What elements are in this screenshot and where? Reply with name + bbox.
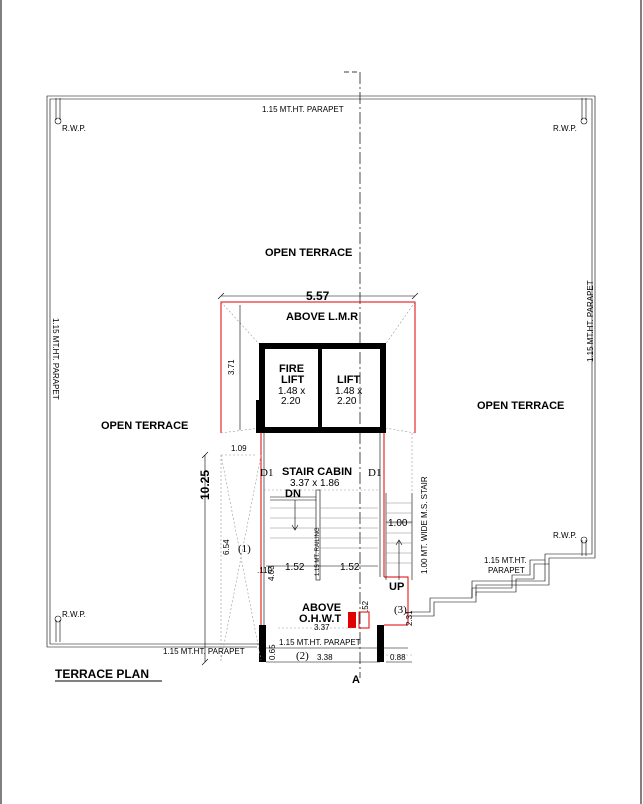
door-label-right: D1 xyxy=(368,467,381,479)
dim-lmr-height: 3.71 xyxy=(227,359,236,375)
above-lmr-label: ABOVE L.M.R xyxy=(286,311,358,323)
open-terrace-label-left: OPEN TERRACE xyxy=(101,420,188,432)
dim-109: 1.09 xyxy=(231,444,247,453)
rwp-marker-top-left xyxy=(54,98,62,125)
dim-403: 4.03 xyxy=(267,565,276,581)
open-terrace-label-right: OPEN TERRACE xyxy=(477,400,564,412)
open-terrace-label-top: OPEN TERRACE xyxy=(265,247,352,259)
parapet-label-bottom-left: 1.15 MT.HT. PARAPET xyxy=(163,647,245,656)
rwp-marker-bottom-left xyxy=(54,615,62,642)
parapet-label-bottom-mid: 1.15 MT.HT. PARAPET xyxy=(279,638,361,647)
rwp-label-top-left: R.W.P. xyxy=(62,124,86,133)
rwp-marker-right xyxy=(580,536,588,556)
parapet-small-label-2: PARAPET xyxy=(488,566,525,575)
lift-label: LIFT xyxy=(337,374,360,386)
parapet-label-top: 1.15 MT.HT. PARAPET xyxy=(262,105,344,114)
lift-dim-1: 1.48 x xyxy=(335,386,362,397)
dim-152b: 1.52 xyxy=(340,562,360,573)
mark-1: (1) xyxy=(238,543,251,555)
dim-088: 0.88 xyxy=(390,653,406,662)
dn-label: DN xyxy=(285,488,301,500)
ms-stair xyxy=(385,433,413,580)
dim-338: 3.38 xyxy=(317,653,333,662)
construction-lines xyxy=(220,454,412,662)
mark-3: (3) xyxy=(394,604,407,616)
stair-cabin-label: STAIR CABIN xyxy=(282,466,352,478)
stair-cabin-dim: 3.37 x 1.86 xyxy=(290,478,340,489)
dim-337: 3.37 xyxy=(314,623,330,632)
dim-110: .110 xyxy=(257,566,273,575)
internal-stair xyxy=(264,489,380,581)
rwp-label-top-right: R.W.P. xyxy=(553,124,577,133)
dim-width-top: 5.57 xyxy=(306,289,330,303)
dim-231: 2.31 xyxy=(405,610,414,626)
rwp-marker-top-right xyxy=(580,98,588,125)
door-label-left: D1 xyxy=(260,467,273,479)
above-ohwt-label-2: O.H.W.T xyxy=(299,613,341,625)
dim-654: 6.54 xyxy=(222,539,231,555)
ms-stair-label: 1.00 MT. WIDE M.S. STAIR xyxy=(420,476,429,574)
section-mark: A xyxy=(352,674,360,686)
parapet-label-right: 1.15 MT.HT. PARAPET xyxy=(586,280,595,362)
fire-lift-label-2: LIFT xyxy=(281,374,304,386)
dim-152a: 1.52 xyxy=(285,562,305,573)
fire-lift-dim-1: 1.48 x xyxy=(278,386,305,397)
dim-065: 0.65 xyxy=(268,644,277,660)
outer-parapet xyxy=(46,95,596,648)
lmr-outline xyxy=(220,301,416,434)
drawing-title: TERRACE PLAN xyxy=(55,667,149,681)
parapet-small-label-1: 1.15 MT.HT. xyxy=(484,556,527,565)
up-label: UP xyxy=(389,581,404,593)
stair-cabin-outline xyxy=(259,433,409,662)
rwp-label-bottom-left: R.W.P. xyxy=(62,610,86,619)
dim-152c: .52 xyxy=(361,600,370,612)
above-ohwt-label-1: ABOVE xyxy=(302,602,341,614)
dim-100: 1.00 xyxy=(388,518,408,529)
parapet-label-left: 1.15 MT.HT. PARAPET xyxy=(51,318,60,400)
dimension-lines xyxy=(201,292,419,666)
rwp-label-right: R.W.P. xyxy=(553,531,577,540)
dim-height-total: 10.25 xyxy=(198,470,212,500)
mark-2: (2) xyxy=(296,650,309,662)
fire-lift-dim-2: 2.20 xyxy=(281,396,301,407)
ohwt-marker xyxy=(348,611,370,629)
lift-dim-2: 2.20 xyxy=(337,396,357,407)
lift-shafts xyxy=(256,343,386,433)
railing-label: 1.15 MT. RAILING xyxy=(315,527,321,576)
fire-lift-label-1: FIRE xyxy=(279,363,304,375)
